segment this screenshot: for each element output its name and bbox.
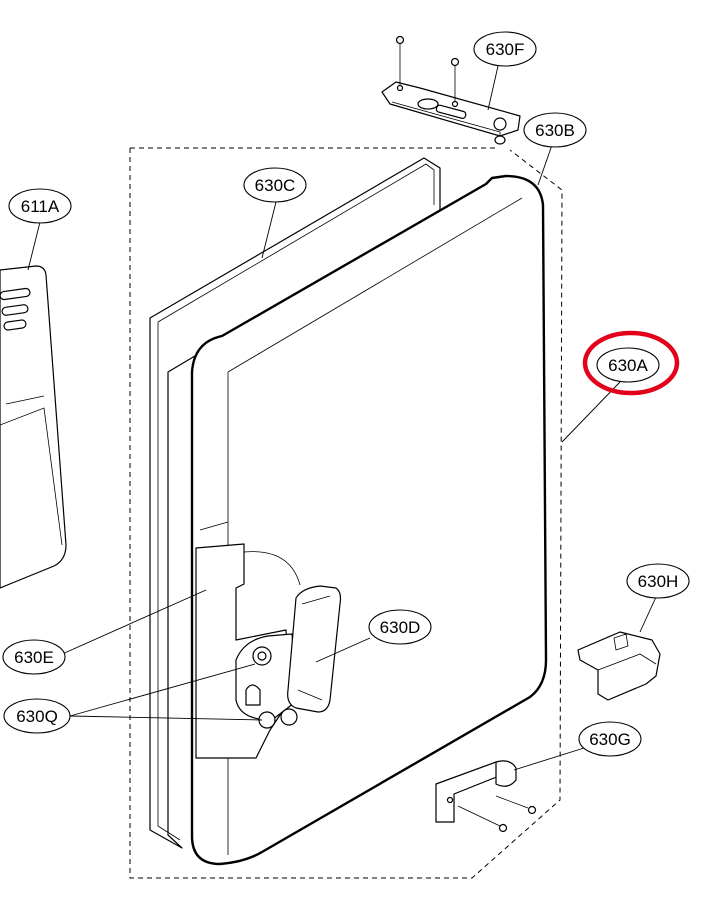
part-630G-hinge [435,760,537,833]
label-630Q: 630Q [16,707,58,726]
leader-630H [639,596,657,633]
leader-630B [537,144,553,186]
label-611A: 611A [21,197,60,216]
part-630H-tray [577,631,661,701]
leader-630E [59,589,207,656]
leader-630G [513,747,585,771]
leader-630Q-b [69,715,263,721]
callout-630B: 630B [523,112,587,148]
label-630C: 630C [255,176,296,195]
callout-630A: 630A [582,330,680,396]
label-630E: 630E [14,648,54,667]
leader-630F [487,65,499,111]
label-630G: 630G [589,730,631,749]
callout-630C: 630C [243,167,307,203]
label-630F: 630F [486,40,525,59]
callout-630F: 630F [473,31,537,67]
callout-630H: 630H [626,563,690,599]
callout-630Q: 630Q [3,698,71,734]
assembly-outline [129,147,563,879]
label-630H: 630H [638,572,679,591]
highlight-circle [582,330,680,396]
part-630F-hinge-bracket [381,35,521,145]
leader-630D [315,637,371,663]
label-630A: 630A [608,356,648,375]
callout-611A: 611A [8,188,72,224]
label-630D: 630D [380,618,421,637]
label-630B: 630B [535,121,575,140]
callout-630G: 630G [578,721,642,757]
leader-630Q-a [69,663,256,717]
leader-611A [27,221,41,271]
callout-630E: 630E [2,639,66,675]
part-611A-drawing [0,265,67,589]
callout-630D: 630D [368,609,432,645]
leader-630C [261,201,277,259]
part-630D-handle [287,585,342,713]
part-630C-gasket [149,157,441,849]
